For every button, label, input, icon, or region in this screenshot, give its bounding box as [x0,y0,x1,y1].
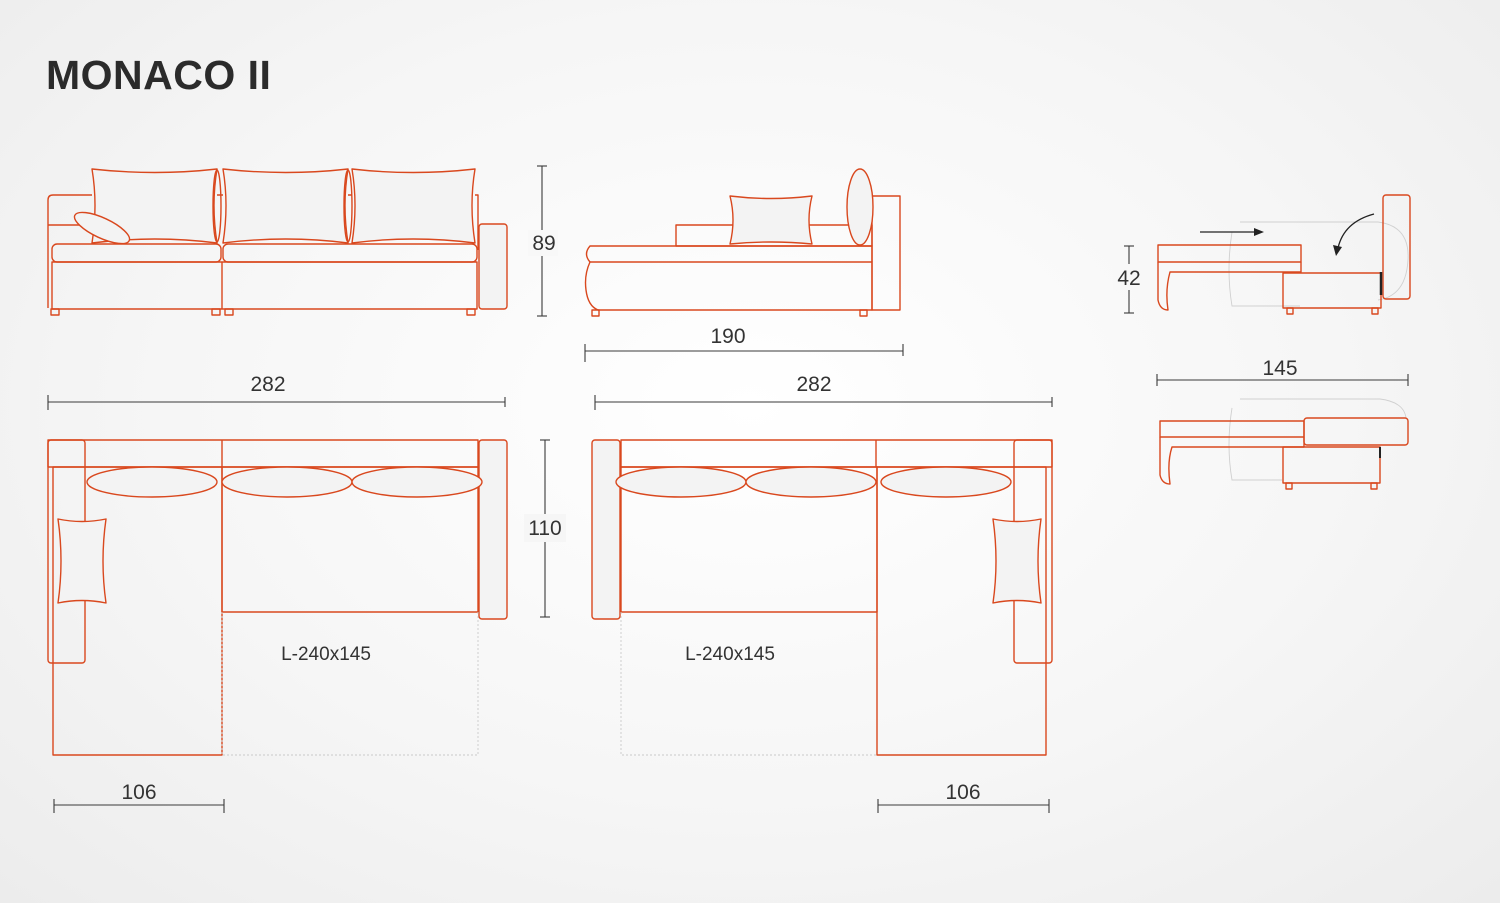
top-left-width-label: 282 [250,373,285,396]
mechanism-open-view [1159,398,1409,490]
front-height-label: 89 [532,232,555,255]
layout-left-label: L-240x145 [281,644,371,665]
chaise-left-label: 106 [121,781,156,804]
dimension-top-right-width: 282 [594,373,1053,410]
mechanism-closed-view [1157,194,1411,315]
dimension-seat-height: 42 [1113,245,1145,314]
dimension-chaise-right: 106 [877,781,1050,813]
side-view [584,168,901,317]
chaise-right-label: 106 [945,781,980,804]
top-view-right: L-240x145 [591,439,1053,756]
top-view-left: L-240x145 [47,439,508,756]
dimension-top-left-width: 282 [47,373,506,410]
dimension-front-height: 89 [528,165,558,317]
dimension-top-depth: 110 [524,439,566,618]
dimension-chaise-left: 106 [53,781,225,813]
dimension-sleep-length: 145 [1156,357,1409,386]
side-depth-label: 190 [710,325,745,348]
front-view [47,168,508,316]
top-depth-label: 110 [528,517,561,540]
top-right-width-label: 282 [796,373,831,396]
layout-right-label: L-240x145 [685,644,775,665]
seat-height-label: 42 [1117,267,1140,290]
dimension-side-depth: 190 [584,325,904,362]
sleep-length-label: 145 [1262,357,1297,380]
page-title: MONACO II [46,52,272,98]
